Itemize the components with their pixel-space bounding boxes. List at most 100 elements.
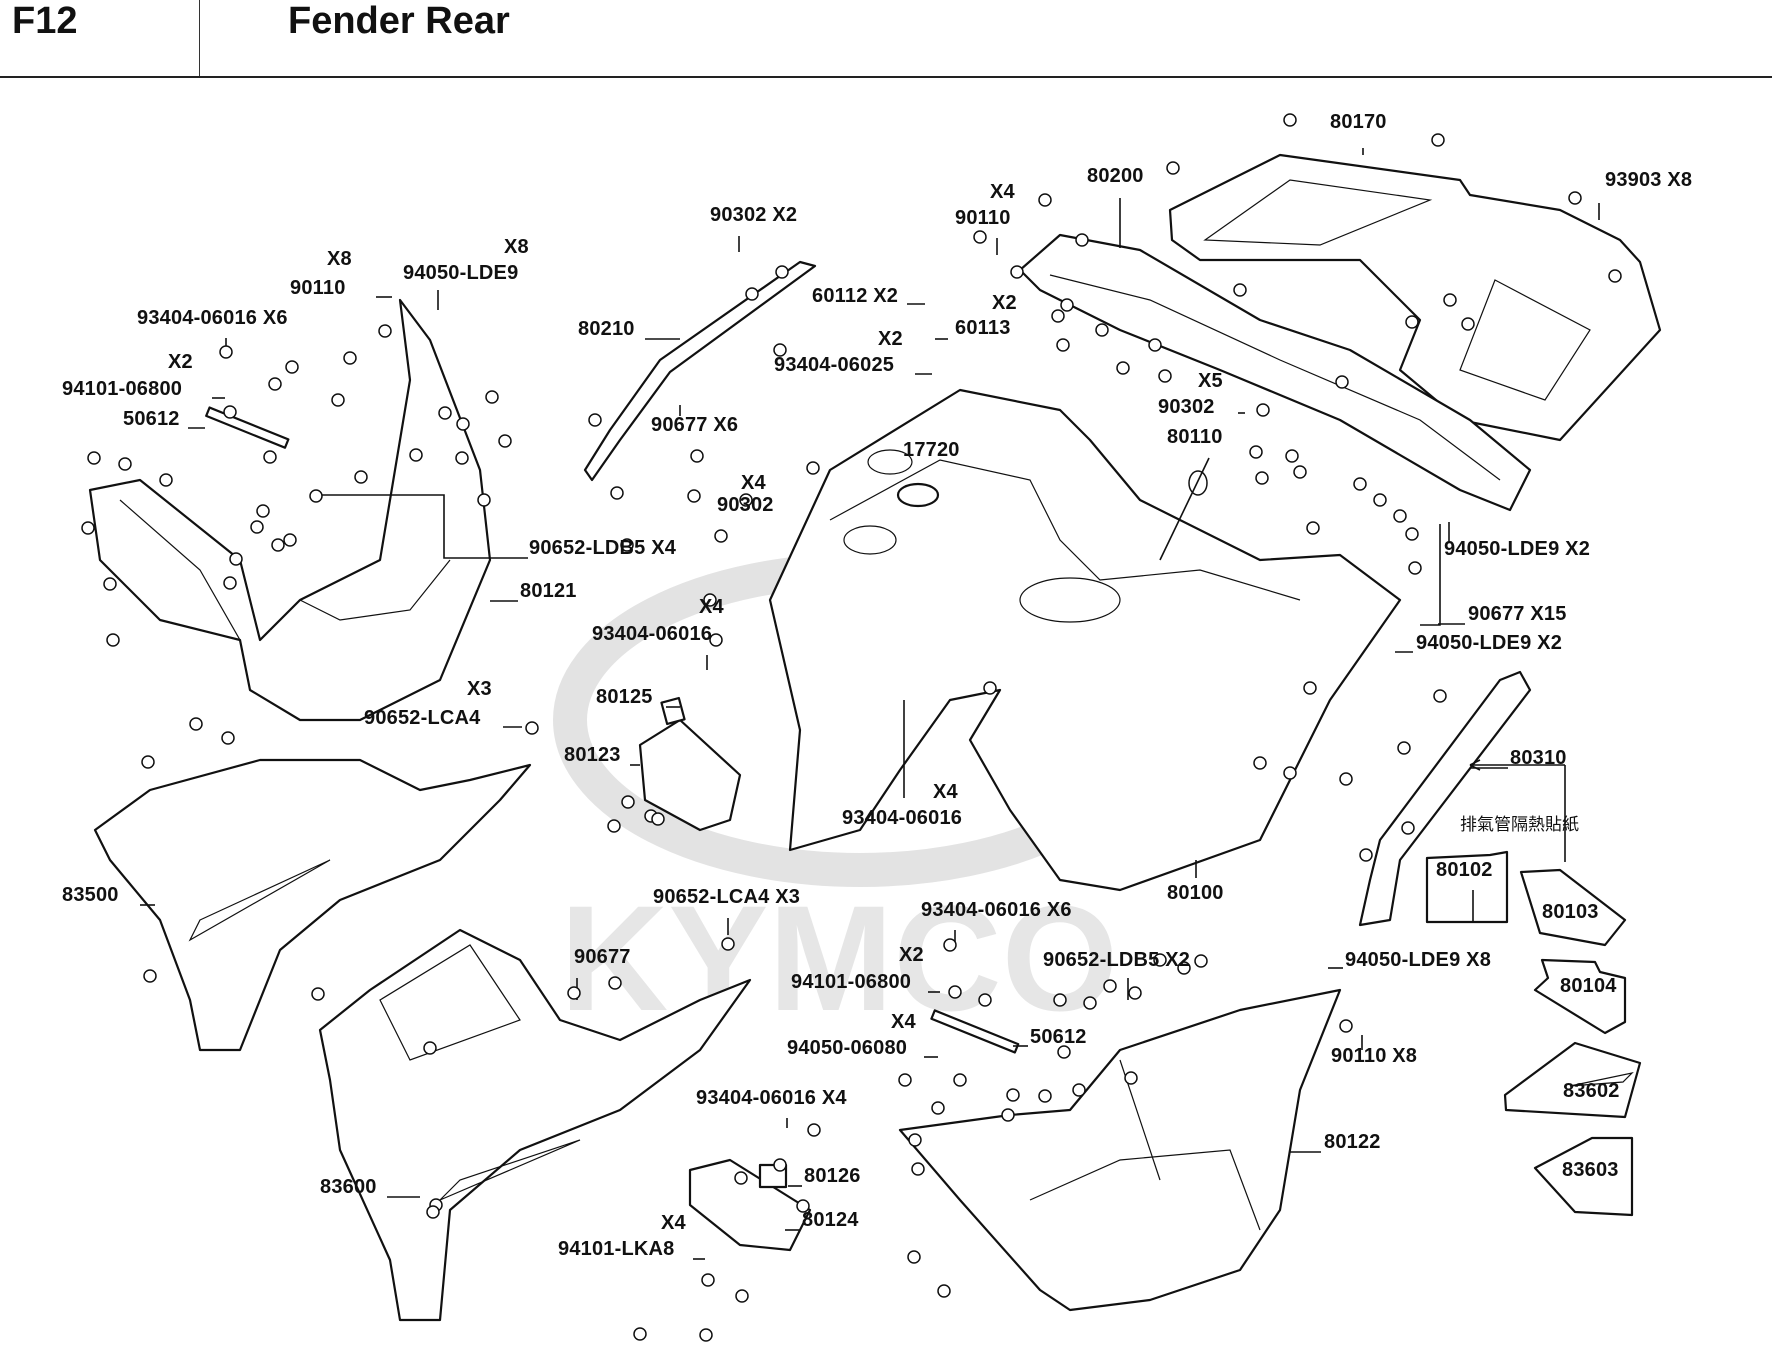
fastener-icon — [1608, 269, 1622, 283]
part-label: 80110 — [1167, 426, 1223, 448]
part-label: 90677 X6 — [651, 414, 739, 436]
fastener-icon — [1038, 1089, 1052, 1103]
fastener-icon — [256, 504, 270, 518]
fastener-icon — [1293, 465, 1307, 479]
fastener-icon — [1038, 193, 1052, 207]
fastener-icon — [721, 937, 735, 951]
fastener-icon — [221, 731, 235, 745]
fastener-icon — [1339, 1019, 1353, 1033]
fastener-icon — [1405, 315, 1419, 329]
fastener-icon — [1353, 477, 1367, 491]
part-label: 80103 — [1542, 901, 1599, 923]
rear-fender-upper-80200 — [1018, 233, 1532, 512]
fastener-icon — [309, 489, 323, 503]
part-label: X3 — [467, 678, 492, 700]
fastener-icon — [1253, 756, 1267, 770]
fastener-icon — [343, 351, 357, 365]
part-label: 90652-LCA4 — [364, 707, 481, 729]
fastener-icon — [796, 1199, 810, 1213]
fastener-icon — [1075, 233, 1089, 247]
fastener-icon — [1006, 1088, 1020, 1102]
part-label: 50612 — [1030, 1026, 1087, 1048]
part-label: 93404-06016 X6 — [137, 307, 288, 329]
leader-lines — [140, 148, 1600, 1260]
sticker-80102 — [1425, 850, 1509, 924]
fastener-icon — [1056, 338, 1070, 352]
fastener-icon — [1568, 191, 1582, 205]
fastener-icon — [143, 969, 157, 983]
fastener-icon — [118, 457, 132, 471]
part-label: X2 — [992, 292, 1017, 314]
part-label: X2 — [878, 328, 903, 350]
part-label: 60113 — [955, 317, 1011, 339]
fastener-icon — [455, 451, 469, 465]
fastener-icon — [103, 577, 117, 591]
part-label: 80121 — [520, 580, 577, 602]
fastener-icon — [621, 795, 635, 809]
bracket-80125 — [660, 696, 686, 726]
fastener-icon — [81, 521, 95, 535]
part-label: 90652-LDB5 X2 — [1043, 949, 1191, 971]
part-label: 80170 — [1330, 111, 1387, 133]
rear-fender-main-80100 — [768, 388, 1402, 892]
part-label: 94050-LDE9 X8 — [1345, 949, 1492, 971]
part-label: 80126 — [804, 1165, 861, 1187]
fastener-icon — [1166, 161, 1180, 175]
side-cover-83500 — [93, 758, 532, 1052]
fastener-icon — [1283, 113, 1297, 127]
grommet-80110 — [1188, 470, 1208, 496]
fastener-icon — [567, 986, 581, 1000]
fastener-icon — [1433, 689, 1447, 703]
fastener-icon — [701, 1273, 715, 1287]
fastener-icon — [331, 393, 345, 407]
part-label: 83600 — [320, 1176, 377, 1198]
sticker-83602 — [1503, 1041, 1642, 1119]
fastener-icon — [703, 593, 717, 607]
fastener-icon — [223, 576, 237, 590]
part-label: 90110 X8 — [1331, 1045, 1418, 1067]
fastener-icon — [690, 449, 704, 463]
part-label: X4 — [933, 781, 958, 803]
sticker-80104 — [1533, 958, 1627, 1035]
fastener-icon — [1233, 283, 1247, 297]
part-label: 90652-LCA4 X3 — [653, 886, 801, 908]
fastener-icon — [931, 1101, 945, 1115]
fender-strip-80210 — [583, 260, 817, 482]
fastener-icon — [141, 755, 155, 769]
part-label: X4 — [741, 472, 766, 494]
rear-rack-80170 — [1168, 153, 1662, 442]
page-title: Fender Rear — [288, 0, 510, 42]
fastener-icon — [775, 265, 789, 279]
part-label: 80100 — [1167, 882, 1224, 904]
fastener-icon — [1083, 996, 1097, 1010]
fastener-icon — [687, 489, 701, 503]
part-label: 80104 — [1560, 975, 1617, 997]
part-label: 83602 — [1563, 1080, 1620, 1102]
part-label: 93404-06016 — [842, 807, 963, 829]
fastener-icon — [983, 681, 997, 695]
fastener-icon — [806, 461, 820, 475]
part-label: 94050-LDE9 — [403, 262, 519, 284]
fastener-icon — [620, 538, 634, 552]
fastener-icon — [607, 819, 621, 833]
fastener-icon — [1124, 1071, 1138, 1085]
fastener-icon — [943, 938, 957, 952]
page-header: F12 Fender Rear — [0, 0, 1772, 78]
part-label: 80102 — [1436, 859, 1493, 881]
fastener-icon — [773, 343, 787, 357]
fastener-icon — [807, 1123, 821, 1137]
fastener-icon — [1443, 293, 1457, 307]
part-label: 17720 — [903, 439, 960, 461]
part-label: 90652-LDB5 X4 — [529, 537, 677, 559]
fastener-icon — [456, 417, 470, 431]
part-label: 80122 — [1324, 1131, 1381, 1153]
fastener-icon — [1158, 369, 1172, 383]
cap-17720 — [896, 482, 940, 508]
fastener-icon — [739, 493, 753, 507]
header-divider — [199, 0, 200, 76]
part-label: 94050-LDE9 X2 — [1444, 538, 1591, 560]
fastener-icon — [709, 633, 723, 647]
fastener-icon — [608, 976, 622, 990]
fastener-icon — [423, 1041, 437, 1055]
fastener-icon — [229, 552, 243, 566]
